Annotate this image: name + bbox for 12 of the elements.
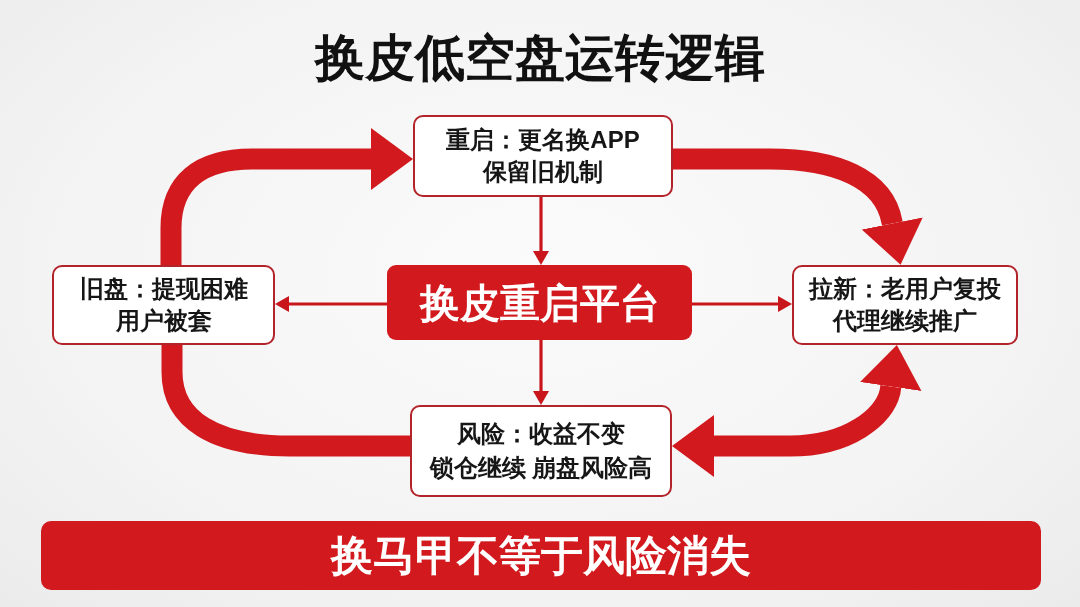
- curved-double-arrow: [672, 344, 922, 477]
- arrow: [533, 340, 549, 405]
- title: 换皮低空盘运转逻辑: [313, 29, 766, 88]
- banner: 换马甲不等于风险消失: [41, 521, 1041, 590]
- arrow: [692, 296, 792, 312]
- process-box: 拉新：老用户复投代理继续推广: [792, 265, 1018, 345]
- process-box: 风险：收益不变锁仓继续 崩盘风险高: [410, 405, 672, 497]
- center-box: 换皮重启平台: [387, 265, 692, 340]
- curved-arrow: [673, 148, 923, 265]
- process-box: 重启：更名换APP保留旧机制: [413, 115, 673, 197]
- process-box: 旧盘：提现困难用户被套: [52, 265, 275, 345]
- arrow: [275, 296, 387, 312]
